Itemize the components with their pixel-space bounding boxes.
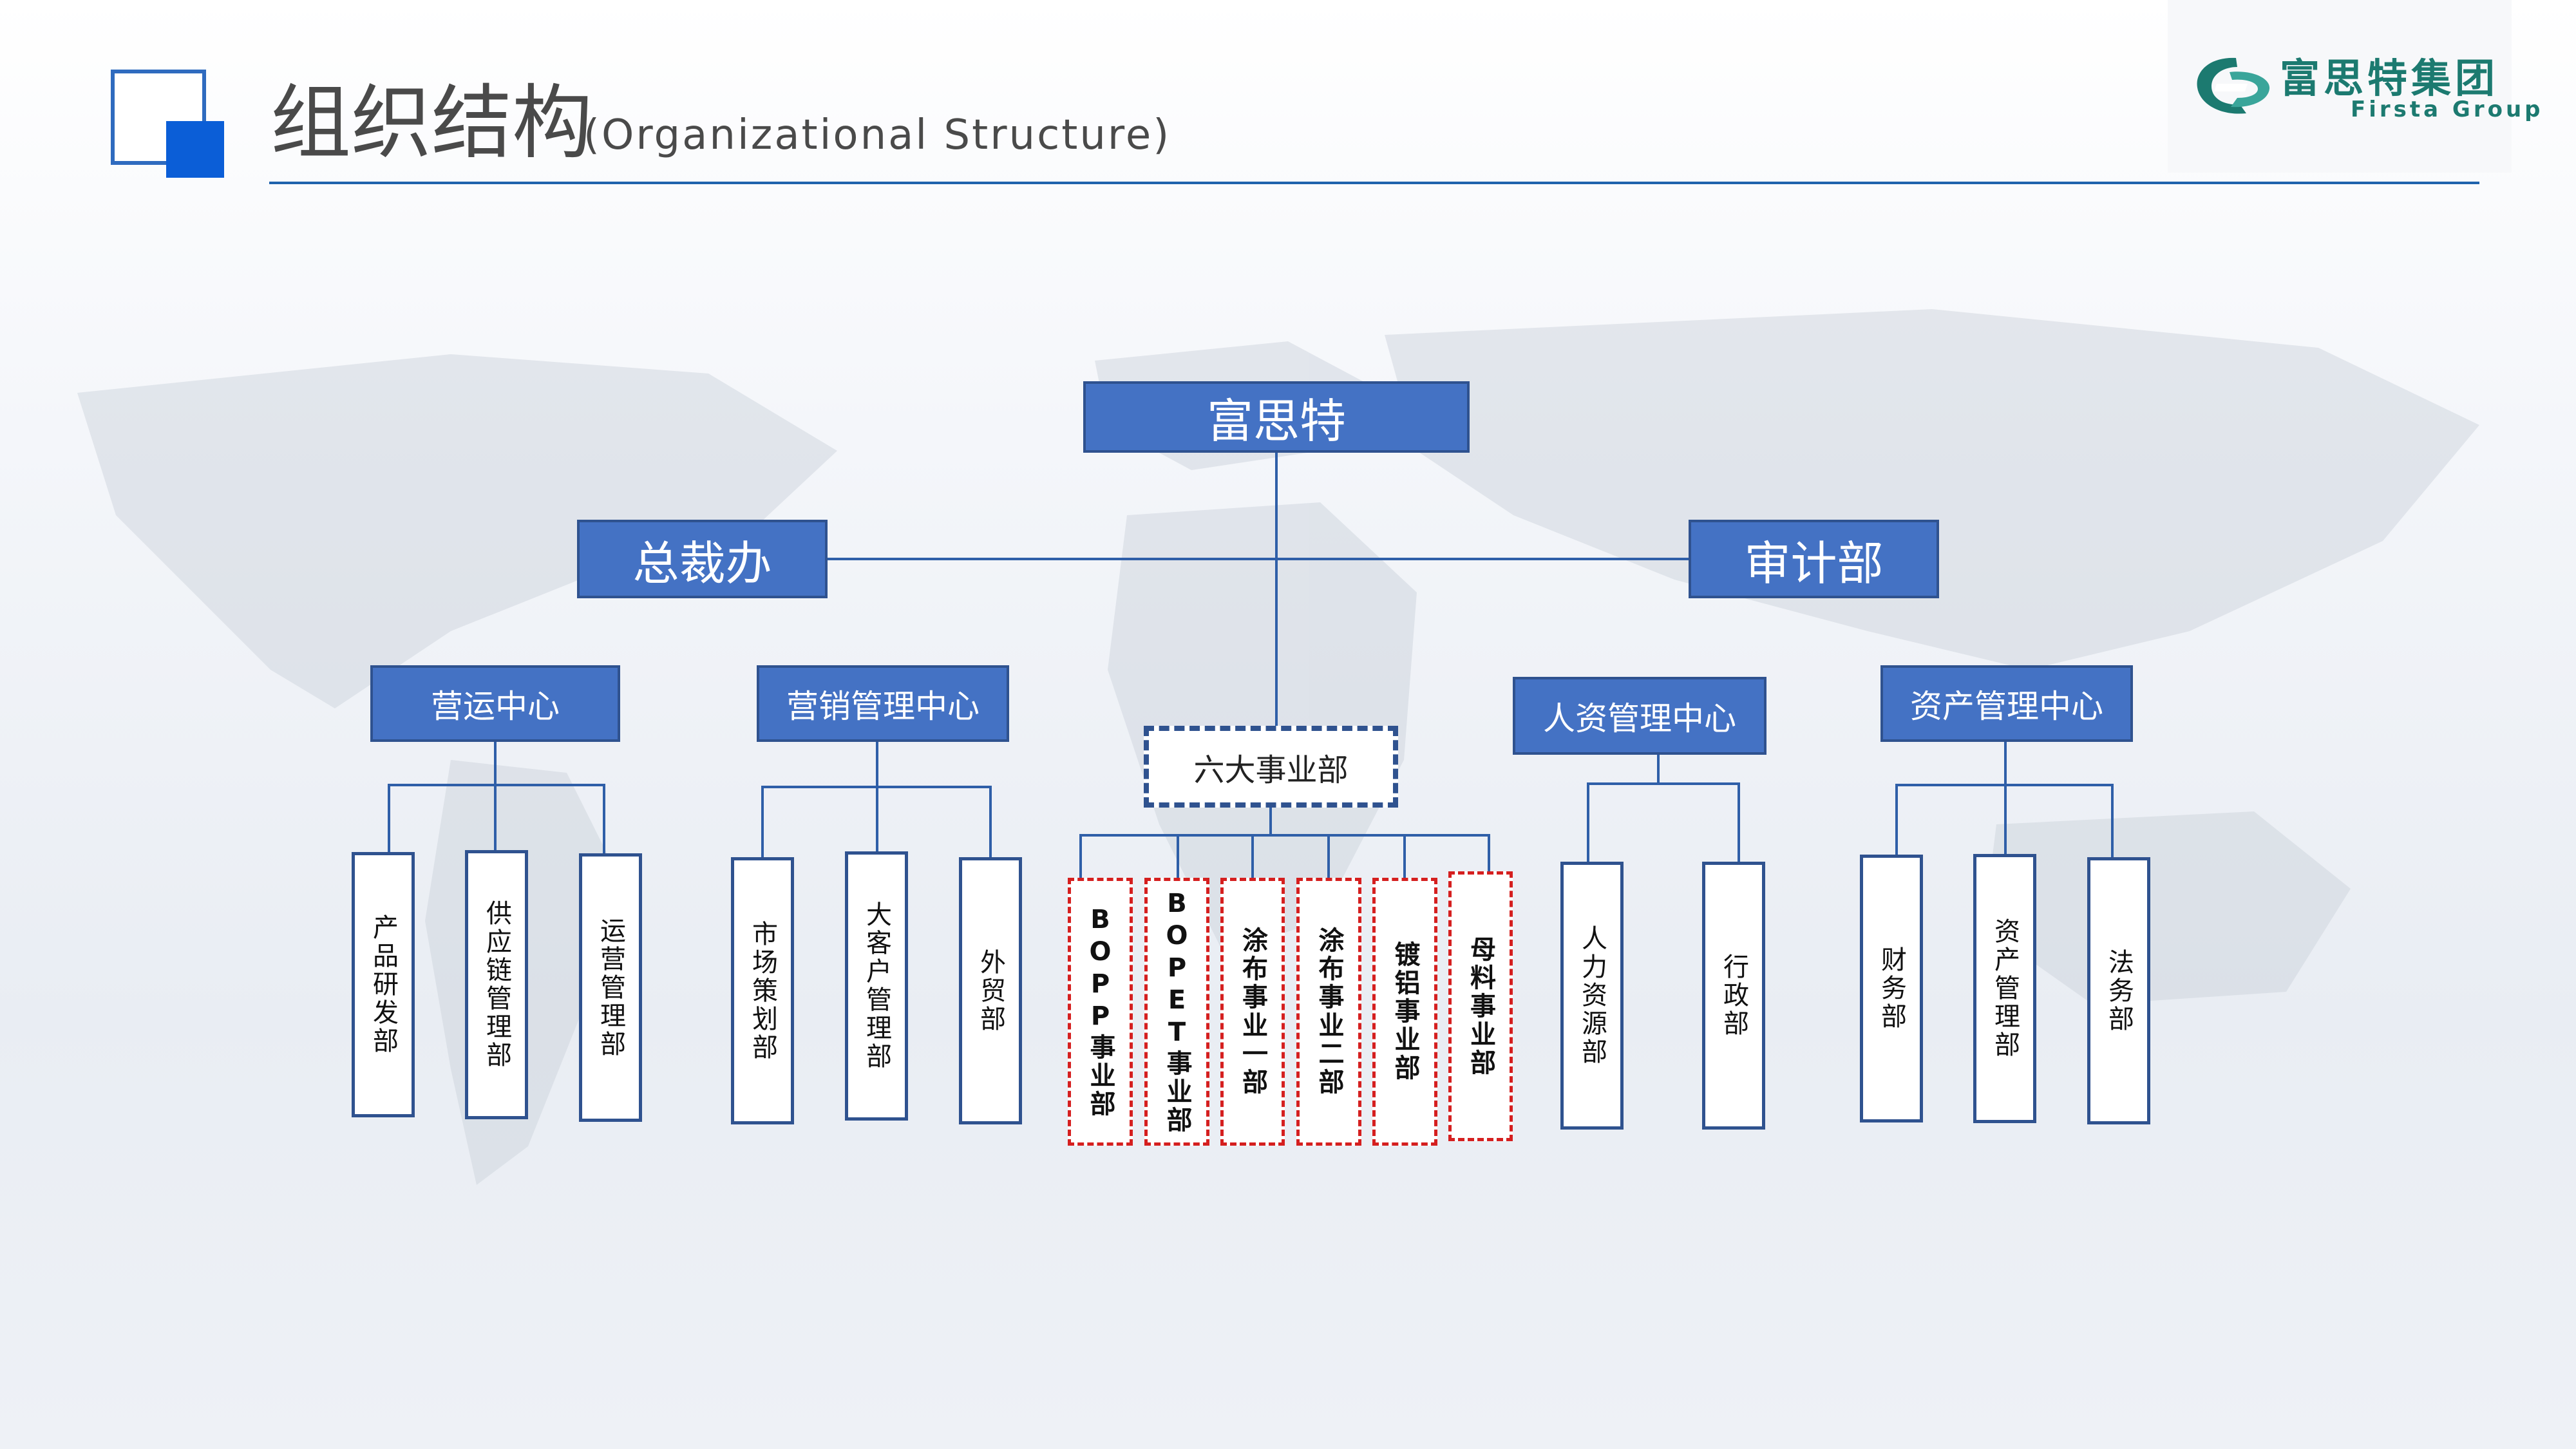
president-office-node: 总裁办 (577, 520, 828, 598)
brand-name-en: Firsta Group (2351, 97, 2544, 122)
dept-human-resources: 人力资源部 (1560, 862, 1624, 1130)
division-masterbatch: 母料事业部 (1448, 871, 1513, 1141)
dept-legal: 法务部 (2087, 857, 2150, 1124)
brand-mark-icon (2197, 57, 2270, 114)
dept-asset-management: 资产管理部 (1973, 854, 2036, 1123)
org-root-node: 富思特 (1083, 381, 1470, 453)
dept-administration: 行政部 (1702, 862, 1765, 1130)
dept-market-planning: 市场策划部 (731, 857, 794, 1124)
hr-center-node: 人资管理中心 (1513, 677, 1766, 755)
division-bopet: BOPET事业部 (1144, 878, 1209, 1146)
brand-logo-area: 富思特集团 Firsta Group (2168, 0, 2541, 173)
audit-department-node: 审计部 (1689, 520, 1939, 598)
division-aluminizing: 镀铝事业部 (1372, 878, 1437, 1146)
division-coating-one: 涂布事业一部 (1220, 878, 1285, 1146)
six-divisions-node: 六大事业部 (1144, 726, 1398, 808)
division-bopp: BOPP事业部 (1068, 878, 1133, 1146)
operations-center-node: 营运中心 (370, 665, 620, 742)
page-title: 组织结构 (270, 77, 592, 170)
brand-name-cn: 富思特集团 (2280, 55, 2499, 102)
logo-square-filled (166, 121, 224, 178)
dept-supply-chain: 供应链管理部 (465, 850, 528, 1119)
dept-operations-mgmt: 运营管理部 (579, 853, 642, 1122)
dept-foreign-trade: 外贸部 (959, 857, 1022, 1124)
title-divider (269, 182, 2479, 184)
marketing-center-node: 营销管理中心 (757, 665, 1009, 742)
asset-center-node: 资产管理中心 (1880, 665, 2133, 742)
page-subtitle: (Organizational Structure) (583, 111, 1171, 159)
dept-key-accounts: 大客户管理部 (845, 851, 908, 1121)
dept-product-rd: 产品研发部 (352, 852, 415, 1117)
division-coating-two: 涂布事业二部 (1296, 878, 1361, 1146)
dept-finance: 财务部 (1860, 855, 1923, 1122)
